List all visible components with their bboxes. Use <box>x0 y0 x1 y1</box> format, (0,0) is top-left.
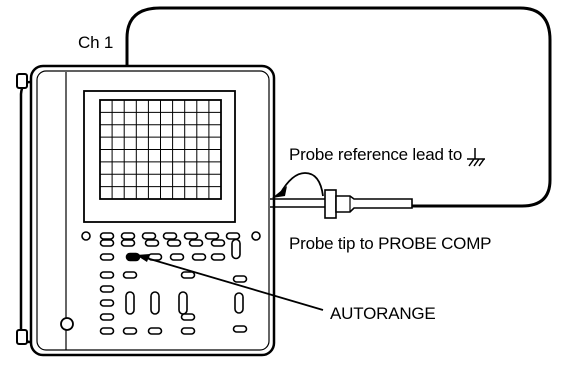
side-handle <box>19 80 31 344</box>
panel-button <box>204 232 220 240</box>
panel-button <box>210 239 226 247</box>
reference-clip-arrow <box>272 186 287 198</box>
panel-button <box>232 325 248 333</box>
panel-button <box>125 291 135 315</box>
probe-barrel <box>335 195 413 213</box>
panel-button <box>191 253 207 261</box>
panel-button <box>144 239 160 247</box>
panel-button <box>120 232 136 240</box>
panel-button <box>122 271 138 279</box>
panel-button <box>169 253 185 261</box>
probe-reference-lead <box>279 172 324 197</box>
panel-button <box>231 238 241 260</box>
panel-button <box>166 239 182 247</box>
panel-button <box>99 285 115 293</box>
panel-button <box>120 239 136 247</box>
panel-button <box>234 292 244 314</box>
panel-button <box>178 291 188 315</box>
probe-collar <box>324 189 337 219</box>
panel-button <box>188 239 204 247</box>
display-graticule <box>99 99 222 200</box>
panel-button <box>150 291 160 315</box>
probe-cable <box>125 6 552 208</box>
oscilloscope <box>16 64 276 357</box>
panel-button <box>183 232 199 240</box>
panel-button <box>180 313 196 321</box>
panel-button <box>147 327 163 335</box>
panel-button <box>162 232 178 240</box>
panel-button <box>180 271 196 279</box>
indicator-button <box>81 231 91 241</box>
autorange-button <box>125 252 141 262</box>
panel-button <box>141 232 157 240</box>
panel-button <box>99 299 115 307</box>
autorange-arrowhead <box>136 254 150 262</box>
panel-button <box>99 313 115 321</box>
panel-button <box>210 253 226 261</box>
autorange-label: AUTORANGE <box>330 304 436 323</box>
ground-symbol-icon <box>467 148 485 167</box>
channel-1-label: Ch 1 <box>78 33 114 52</box>
panel-button <box>99 327 115 335</box>
panel-button <box>225 232 241 240</box>
autorange-pointer-line <box>142 256 324 311</box>
panel-button <box>232 275 248 283</box>
probe-tip-label: Probe tip to PROBE COMP <box>289 234 492 253</box>
panel-button <box>99 253 115 261</box>
probe-reference-label: Probe reference lead to <box>289 145 463 164</box>
panel-button <box>122 327 138 335</box>
indicator-button <box>251 231 261 241</box>
instrument-front-panel <box>36 70 270 351</box>
panel-button <box>99 232 115 240</box>
handle-clip-top <box>16 73 28 89</box>
probe <box>270 189 413 219</box>
handle-clip-bottom <box>16 329 28 345</box>
panel-button <box>180 327 196 335</box>
power-knob <box>60 317 74 331</box>
panel-button <box>99 271 115 279</box>
panel-button <box>99 239 115 247</box>
front-panel-buttons <box>81 231 261 335</box>
